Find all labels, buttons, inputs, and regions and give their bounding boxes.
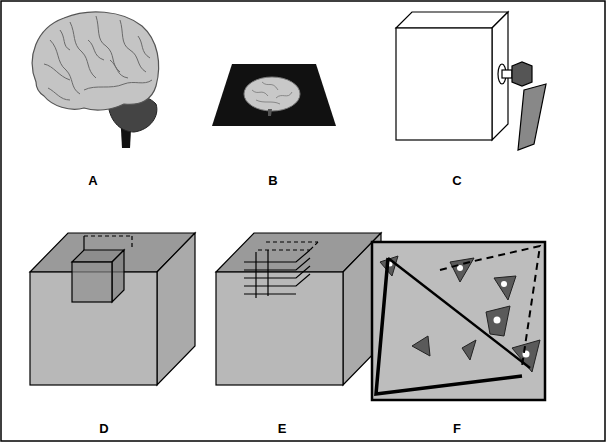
tissue-block-illustration bbox=[30, 233, 195, 385]
panel-letter: E bbox=[278, 421, 287, 436]
panel-letter: B bbox=[268, 173, 277, 188]
panel-letter: A bbox=[88, 173, 97, 188]
brain-illustration bbox=[32, 12, 158, 148]
brain-slab-illustration bbox=[212, 64, 336, 126]
microtome-illustration bbox=[396, 12, 546, 150]
cell-section-illustration bbox=[372, 242, 545, 400]
sliced-block-illustration bbox=[216, 233, 381, 385]
panel-letter: C bbox=[452, 173, 461, 188]
panel-letter: D bbox=[99, 421, 108, 436]
panel-letter: F bbox=[453, 421, 461, 436]
